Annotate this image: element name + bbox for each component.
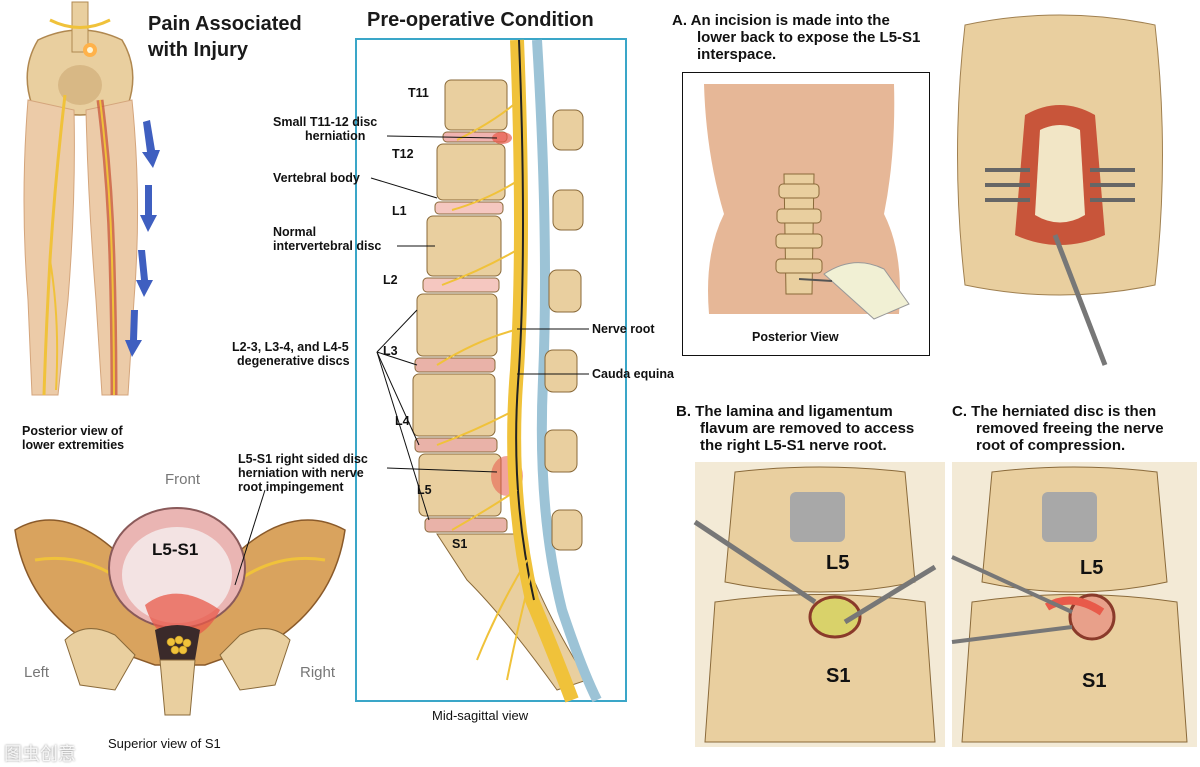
callout-nerve-root: Nerve root [592,322,655,336]
callout-cauda-equina: Cauda equina [592,367,674,381]
step-b-l5-label: L5 [826,552,850,574]
legs-illustration [23,1,160,396]
legs-title-line1: Pain Associated [148,13,302,35]
pelvis-caption: Superior view of S1 [108,736,221,751]
level-t12: T12 [392,147,414,161]
step-b-line2: flavum are removed to access [700,420,915,437]
pelvis-left-label: Left [24,664,50,681]
retractor-illustration [957,14,1163,366]
level-l2: L2 [383,273,398,287]
step-c-illustration [951,462,1197,747]
step-a-line1: A. An incision is made into the [672,12,890,29]
callout-normal-disc-line2: intervertebral disc [273,239,382,253]
pelvis-front-label: Front [165,471,201,488]
spine-frame [355,38,627,702]
legs-caption-line1: Posterior view of [22,424,123,438]
step-a-illustration [704,84,910,320]
level-l3: L3 [383,344,398,358]
step-b-s1-label: S1 [826,665,851,687]
spine-illustration [370,39,602,703]
step-a-caption: Posterior View [752,330,839,344]
callout-herniation-top-line1: Small T11-12 disc [273,115,378,129]
step-c-line3: root of compression. [976,437,1126,454]
spine-caption: Mid-sagittal view [432,708,529,723]
step-b-illustration [693,462,945,747]
step-a-line2: lower back to expose the L5-S1 [697,29,921,46]
legs-title-line2: with Injury [148,39,248,61]
callout-vertebral-body: Vertebral body [273,171,360,185]
callout-l5s1-line2: herniation with nerve [238,466,364,480]
step-b-line1: B. The lamina and ligamentum [676,403,893,420]
step-c-line2: removed freeing the nerve [976,420,1164,437]
level-s1: S1 [452,537,468,551]
callout-degen-line2: degenerative discs [237,354,350,368]
spine-title: Pre-operative Condition [367,9,594,31]
step-c-line1: C. The herniated disc is then [952,403,1157,420]
callout-herniation-top-line2: herniation [305,129,366,143]
watermark: 图虫创意 [4,744,76,765]
callout-degen-line1: L2-3, L3-4, and L4-5 [232,340,349,354]
level-t11: T11 [408,86,429,100]
step-c-s1-label: S1 [1082,670,1107,692]
pelvis-right-label: Right [300,664,336,681]
level-l5: L5 [417,483,432,497]
step-b-line3: the right L5-S1 nerve root. [700,437,887,454]
step-a-line3: interspace. [697,46,777,63]
step-c-l5-label: L5 [1080,557,1104,579]
level-l1: L1 [392,204,407,218]
callout-normal-disc-line1: Normal [273,225,317,239]
callout-l5s1-line1: L5-S1 right sided disc [238,452,368,466]
level-l4: L4 [395,414,410,428]
pelvis-disc-label: L5-S1 [152,540,199,559]
pelvis-illustration [14,489,346,716]
legs-caption-line2: lower extremities [22,438,125,452]
callout-l5s1-line3: root impingement [238,480,344,494]
